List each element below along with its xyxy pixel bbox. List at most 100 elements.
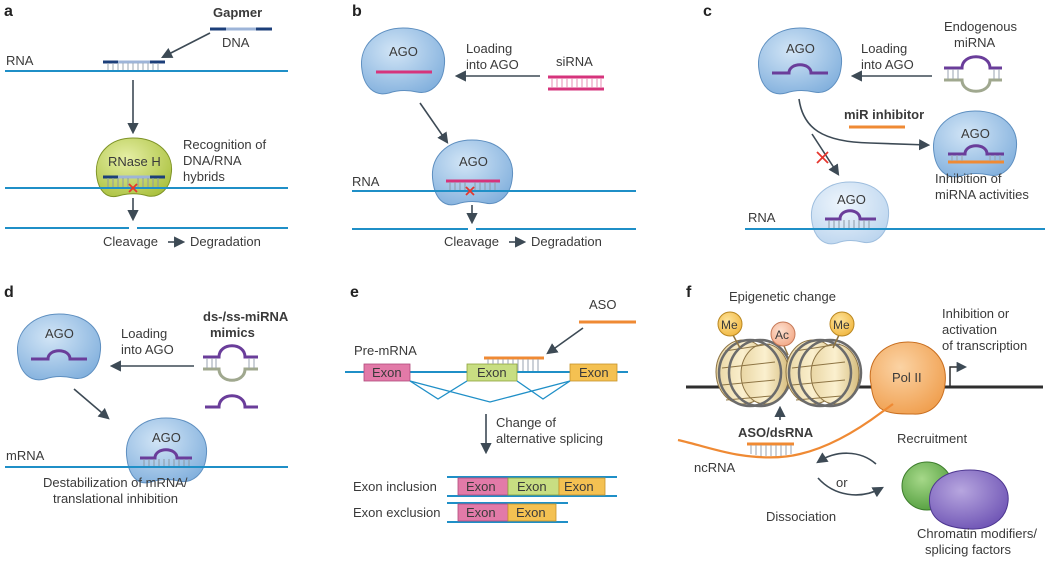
exclusion-exon-2 — [507, 503, 557, 522]
inhibition-f-line-1: Inhibition or — [942, 306, 1010, 321]
mimics-line-2: mimics — [210, 325, 255, 340]
chromatin-line-1: Chromatin modifiers/ — [917, 526, 1037, 541]
panel-a-letter: a — [4, 3, 13, 20]
exclusion-exon-2-label: Exon — [516, 505, 546, 520]
inclusion-exon-2-label: Exon — [517, 479, 547, 494]
recruitment-label: Recruitment — [897, 431, 967, 446]
inclusion-exon-1-label: Exon — [466, 479, 496, 494]
panel-c-inhibitor-arrow — [798, 98, 931, 151]
exon-exclusion-label: Exon exclusion — [353, 505, 440, 520]
me-mark-2 — [829, 311, 855, 337]
panel-b-cleavage-mark — [465, 186, 475, 196]
panel-b-degradation: Degradation — [531, 234, 602, 249]
epigenetic-label: Epigenetic change — [729, 289, 836, 304]
recognition-line-3: hybrids — [183, 169, 225, 184]
panel-b-rna-label: RNA — [352, 174, 380, 189]
panel-a: a Gapmer DNA RNA RNase H — [4, 3, 288, 249]
ncrna-strand — [677, 403, 894, 459]
panel-c-ago-top — [758, 27, 843, 95]
panel-a-hybrid — [103, 60, 165, 70]
panel-b-ago-label: AGO — [389, 44, 418, 59]
me-mark-2-label: Me — [833, 318, 850, 332]
recruitment-arrow — [816, 452, 877, 465]
panel-d-ago-top — [17, 313, 102, 381]
panel-b-loading-2: into AGO — [466, 57, 519, 72]
mir-inhibitor-label: miR inhibitor — [844, 107, 924, 122]
panel-f-letter: f — [686, 284, 692, 301]
aso-label: ASO — [589, 297, 616, 312]
dissociation-arrow — [817, 477, 884, 498]
panel-d-ago-label: AGO — [45, 326, 74, 341]
panel-d-ago2-label: AGO — [152, 430, 181, 445]
panel-b-letter: b — [352, 3, 362, 20]
mrna-label: mRNA — [6, 448, 45, 463]
inclusion-exon-3 — [558, 477, 606, 496]
endogenous-line-2: miRNA — [954, 35, 995, 50]
ncrna-label: ncRNA — [694, 460, 736, 475]
panel-c-loading-2: into AGO — [861, 57, 914, 72]
dissociation-label: Dissociation — [766, 509, 836, 524]
panel-b-loading-1: Loading — [466, 41, 512, 56]
mimics-line-1: ds-/ss-miRNA — [203, 309, 289, 324]
rnase-h-label: RNase H — [108, 154, 161, 169]
destabilization-line-1: Destabilization of mRNA/ — [43, 475, 188, 490]
panel-f: f Epigenetic change Me Ac — [677, 284, 1043, 557]
gapmer-label: Gapmer — [213, 5, 262, 20]
inhibition-line-1: Inhibition of — [935, 171, 1002, 186]
panel-c-letter: c — [703, 3, 712, 20]
me-mark-1-label: Me — [721, 318, 738, 332]
panel-d-letter: d — [4, 284, 14, 301]
panel-c-ago2-label: AGO — [961, 126, 990, 141]
panel-b-down-arrow — [419, 102, 449, 144]
panel-e-letter: e — [350, 284, 359, 301]
sirna-label: siRNA — [556, 54, 593, 69]
panel-c-loading-1: Loading — [861, 41, 907, 56]
inhibition-f-line-2: activation — [942, 322, 997, 337]
panel-c-ago3-label: AGO — [837, 192, 866, 207]
panel-b-ago-bound — [431, 139, 514, 206]
panel-b: b AGO Loading into AGO siRNA AGO — [352, 3, 636, 249]
panel-c-ago-label: AGO — [786, 41, 815, 56]
exclusion-exon-1-label: Exon — [466, 505, 496, 520]
or-label: or — [836, 475, 848, 490]
ac-mark-label: Ac — [775, 328, 789, 342]
premrna-exon-3-label: Exon — [579, 365, 609, 380]
change-line-2: alternative splicing — [496, 431, 603, 446]
gapmer-arrow — [161, 32, 211, 59]
pol-ii-label: Pol II — [892, 370, 922, 385]
recognition-line-2: DNA/RNA — [183, 153, 242, 168]
panel-b-ago2-label: AGO — [459, 154, 488, 169]
panel-c-ago-inhibited — [933, 110, 1018, 178]
panel-b-cleavage: Cleavage — [444, 234, 499, 249]
panel-d-loading-1: Loading — [121, 326, 167, 341]
chromatin-line-2: splicing factors — [925, 542, 1011, 557]
inhibition-f-line-3: of transcription — [942, 338, 1027, 353]
panel-a-cleavage-mark — [128, 183, 138, 193]
panel-b-ago-top — [361, 27, 446, 95]
premrna-exon-1-label: Exon — [372, 365, 402, 380]
premrna-exon-1 — [363, 363, 411, 382]
panel-e-aso-arrow — [546, 327, 584, 355]
panel-d: d AGO Loading into AGO ds-/ss-miRNA mimi… — [4, 284, 289, 506]
panel-d-down-arrow — [73, 388, 110, 420]
panel-a-rna-label: RNA — [6, 53, 34, 68]
change-line-1: Change of — [496, 415, 556, 430]
panel-c: c AGO Loading into AGO Endogenous miRNA … — [703, 3, 1045, 245]
nucleosome-2 — [785, 338, 863, 408]
panel-c-rna-label: RNA — [748, 210, 776, 225]
inhibition-line-2: miRNA activities — [935, 187, 1029, 202]
premrna-exon-2 — [466, 363, 518, 382]
exon-inclusion-label: Exon inclusion — [353, 479, 437, 494]
ss-mimic — [205, 394, 258, 409]
ac-mark — [770, 321, 796, 347]
inclusion-exon-3-label: Exon — [564, 479, 594, 494]
panel-a-degradation: Degradation — [190, 234, 261, 249]
premrna-exon-3 — [569, 363, 618, 382]
panel-c-loaded-mirna — [772, 63, 828, 75]
endogenous-line-1: Endogenous — [944, 19, 1018, 34]
ds-mimic-duplex — [203, 344, 258, 382]
premrna-exon-2-label: Exon — [477, 365, 507, 380]
splice-junctions — [409, 380, 571, 403]
me-mark-1 — [717, 311, 743, 337]
panel-c-block-mark — [816, 151, 829, 164]
